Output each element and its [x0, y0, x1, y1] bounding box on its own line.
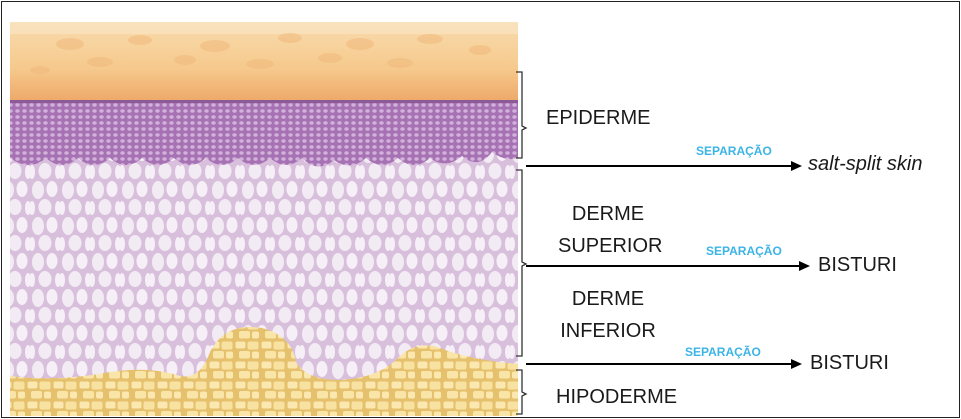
label-derme-inferior-line2: INFERIOR — [558, 319, 658, 343]
separation-tag-3: SEPARAÇÃO — [685, 345, 761, 359]
epidermis-basal-layer — [10, 100, 518, 167]
label-derme-superior-line1: DERME — [558, 202, 658, 226]
label-derme-inferior-line1: DERME — [558, 287, 658, 311]
arrow-head-2 — [799, 261, 810, 271]
arrow-head-1 — [791, 161, 802, 171]
separation-result-bisturi-1: BISTURI — [818, 253, 897, 277]
separation-result-salt-split: salt-split skin — [808, 152, 922, 176]
label-epiderme: EPIDERME — [546, 106, 650, 130]
separation-result-bisturi-2: BISTURI — [810, 351, 889, 375]
separation-tag-1: SEPARAÇÃO — [696, 144, 772, 158]
label-hipoderme: HIPODERME — [556, 385, 677, 409]
label-derme-superior-line2: SUPERIOR — [558, 234, 658, 258]
separation-tag-2: SEPARAÇÃO — [706, 244, 782, 258]
arrow-head-3 — [791, 359, 802, 369]
